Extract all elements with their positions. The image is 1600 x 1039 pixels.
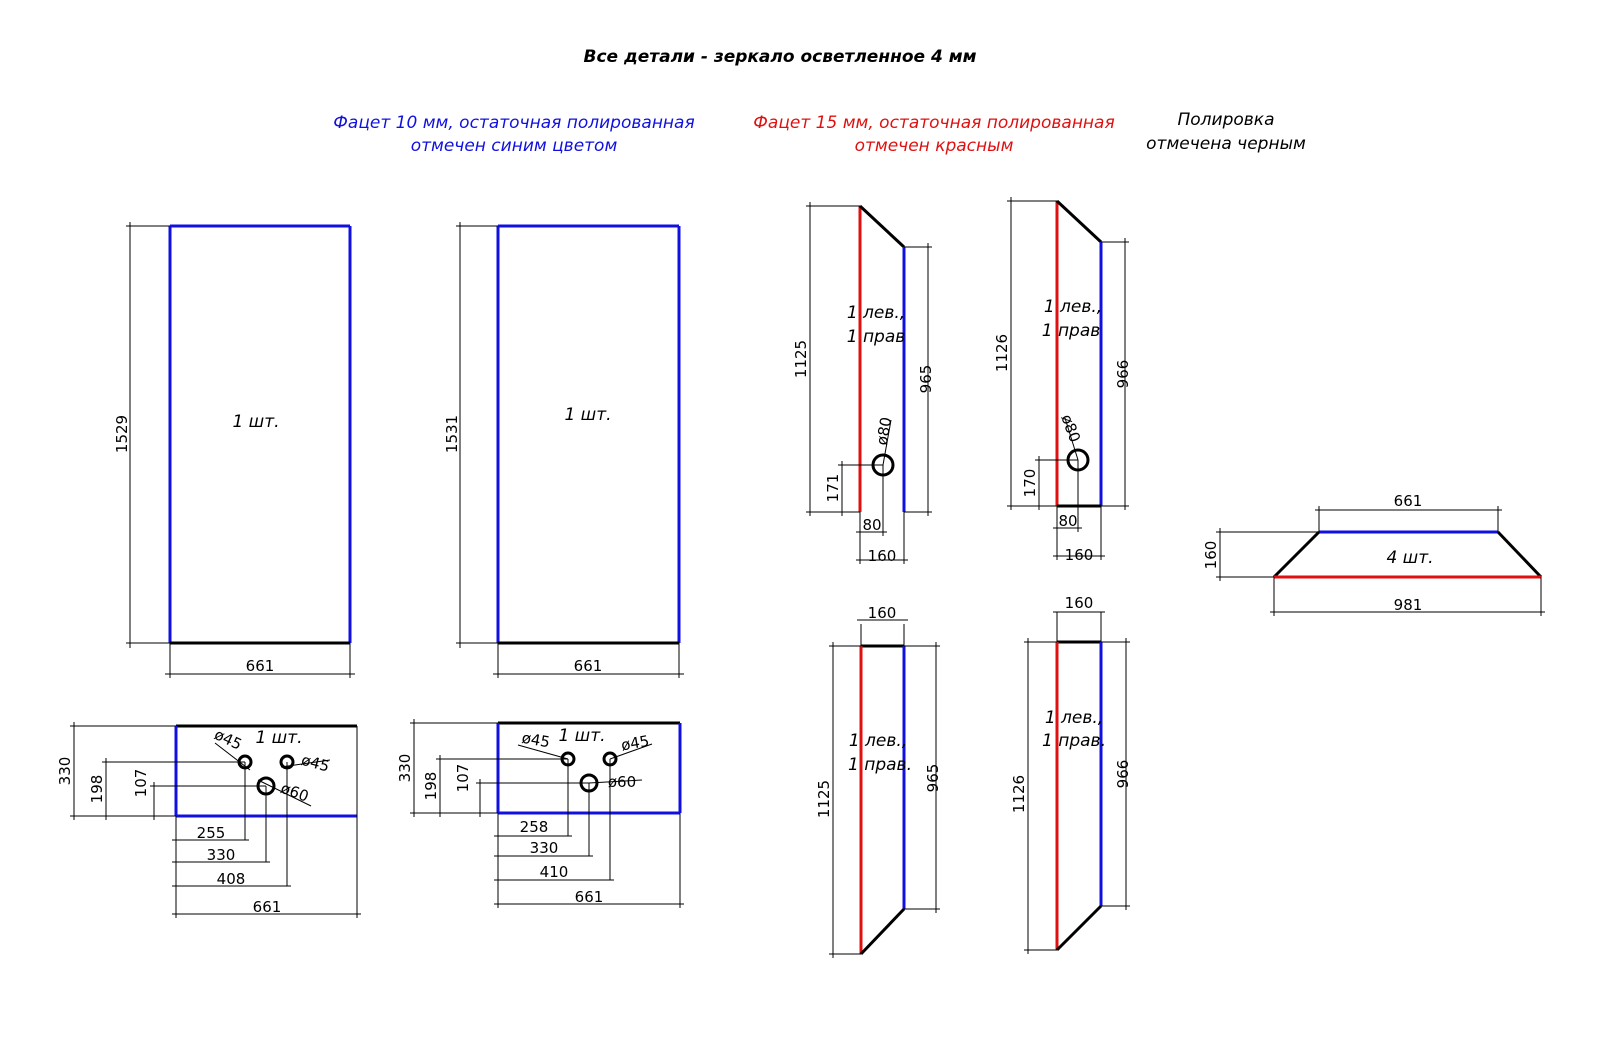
side-panel-4-qty-line2: 1 прав. — [1042, 731, 1106, 751]
side-panel-4-w: 160 — [1065, 594, 1094, 612]
drawing-title: Все детали - зеркало осветленное 4 мм — [584, 47, 977, 67]
shelf-1: 1 шт. ø45 ø45 ø60 330 198 107 255 330 40… — [56, 722, 361, 918]
side-panel-3-h-long: 1125 — [815, 780, 833, 818]
panel-1-width-dim: 661 — [246, 657, 275, 675]
shelf-1-qty: 1 шт. — [255, 728, 302, 748]
panel-1: 1529 661 1 шт. — [113, 222, 355, 678]
side-panel-2-qty-line1: 1 лев., — [1044, 297, 1102, 317]
side-panel-2-w: 160 — [1065, 546, 1094, 564]
side-panel-3-qty-line1: 1 лев., — [849, 731, 907, 751]
side-panel-1-h-short: 965 — [917, 365, 935, 394]
side-panel-1-hole-h: 171 — [824, 474, 842, 503]
shelf-2-w-dim: 661 — [575, 888, 604, 906]
side-panel-3-qty-line2: 1 прав. — [848, 755, 912, 775]
panel-2-width-dim: 661 — [574, 657, 603, 675]
panel-1-qty: 1 шт. — [232, 412, 279, 432]
side-panel-1-qty-line1: 1 лев., — [847, 303, 905, 323]
shelf-1-d1-dim: 198 — [88, 775, 106, 804]
trapezoid-top-dim: 661 — [1394, 492, 1423, 510]
side-panel-1-qty-line2: 1 прав — [847, 327, 906, 347]
trapezoid-panel: 661 4 шт. 981 160 — [1202, 492, 1545, 616]
shelf-2: 1 шт. ø45 ø45 ø60 330 198 107 258 330 41… — [396, 719, 684, 908]
shelf-1-x1-dim: 255 — [197, 824, 226, 842]
shelf-1-d2-dim: 107 — [132, 769, 150, 798]
shelf-2-x1-dim: 258 — [520, 818, 549, 836]
side-panel-1: 1 лев., 1 прав 1125 965 ø80 171 80 160 — [792, 202, 935, 565]
side-panel-2-h-short: 966 — [1114, 360, 1132, 389]
shelf-2-hole-c-label: ø60 — [608, 773, 636, 791]
legend-red-line1: Фацет 15 мм, остаточная полированная — [753, 113, 1114, 133]
panel-2-qty: 1 шт. — [564, 405, 611, 425]
legend-black-line1: Полировка — [1178, 110, 1275, 130]
trapezoid-qty: 4 шт. — [1386, 548, 1433, 568]
shelf-2-hole-a-label: ø45 — [520, 729, 551, 752]
side-panel-3-w: 160 — [868, 604, 897, 622]
side-panel-1-hole-x: 80 — [862, 516, 881, 534]
shelf-2-d1-dim: 198 — [422, 772, 440, 801]
shelf-1-x2-dim: 330 — [207, 846, 236, 864]
legend-blue-line1: Фацет 10 мм, остаточная полированная — [333, 113, 694, 133]
shelf-1-hole-c-label: ø60 — [278, 779, 311, 806]
side-panel-4-qty-line1: 1 лев., — [1045, 708, 1103, 728]
shelf-2-x2-dim: 330 — [530, 839, 559, 857]
side-panel-4: 160 1 лев., 1 прав. 1126 966 — [1010, 594, 1132, 954]
panel-2-height-dim: 1531 — [443, 415, 461, 453]
side-panel-4-h-short: 966 — [1114, 760, 1132, 789]
side-panel-2: 1 лев., 1 прав 1126 966 ø80 170 80 160 — [993, 197, 1132, 564]
side-panel-2-qty-line2: 1 прав — [1042, 321, 1101, 341]
panel-2: 1531 661 1 шт. — [443, 222, 684, 678]
shelf-1-w-dim: 661 — [253, 898, 282, 916]
side-panel-2-h-long: 1126 — [993, 334, 1011, 372]
side-panel-4-h-long: 1126 — [1010, 775, 1028, 813]
shelf-2-d2-dim: 107 — [454, 764, 472, 793]
shelf-2-x3-dim: 410 — [540, 863, 569, 881]
trapezoid-bottom-dim: 981 — [1394, 596, 1423, 614]
shelf-1-hole-b-label: ø45 — [299, 751, 331, 776]
legend-blue-line2: отмечен синим цветом — [411, 136, 618, 156]
side-panel-1-w: 160 — [868, 547, 897, 565]
shelf-2-qty: 1 шт. — [558, 726, 605, 746]
shelf-1-x3-dim: 408 — [217, 870, 246, 888]
shelf-2-h-dim: 330 — [396, 754, 414, 783]
side-panel-2-hole-label: ø80 — [1057, 412, 1084, 445]
trapezoid-h-dim: 160 — [1202, 541, 1220, 570]
legend-red-line2: отмечен красным — [855, 136, 1014, 156]
shelf-2-hole-b-label: ø45 — [620, 732, 651, 755]
side-panel-3-h-short: 965 — [924, 764, 942, 793]
side-panel-2-hole-h: 170 — [1021, 469, 1039, 498]
shelf-1-hole-a-label: ø45 — [212, 725, 245, 753]
shelf-1-h-dim: 330 — [56, 757, 74, 786]
side-panel-3: 160 1 лев., 1 прав. 1125 965 — [815, 604, 942, 958]
legend-black-line2: отмечена черным — [1146, 134, 1306, 154]
side-panel-1-hole-label: ø80 — [873, 416, 896, 447]
side-panel-1-h-long: 1125 — [792, 340, 810, 378]
side-panel-2-hole-x: 80 — [1058, 512, 1077, 530]
panel-1-height-dim: 1529 — [113, 415, 131, 453]
